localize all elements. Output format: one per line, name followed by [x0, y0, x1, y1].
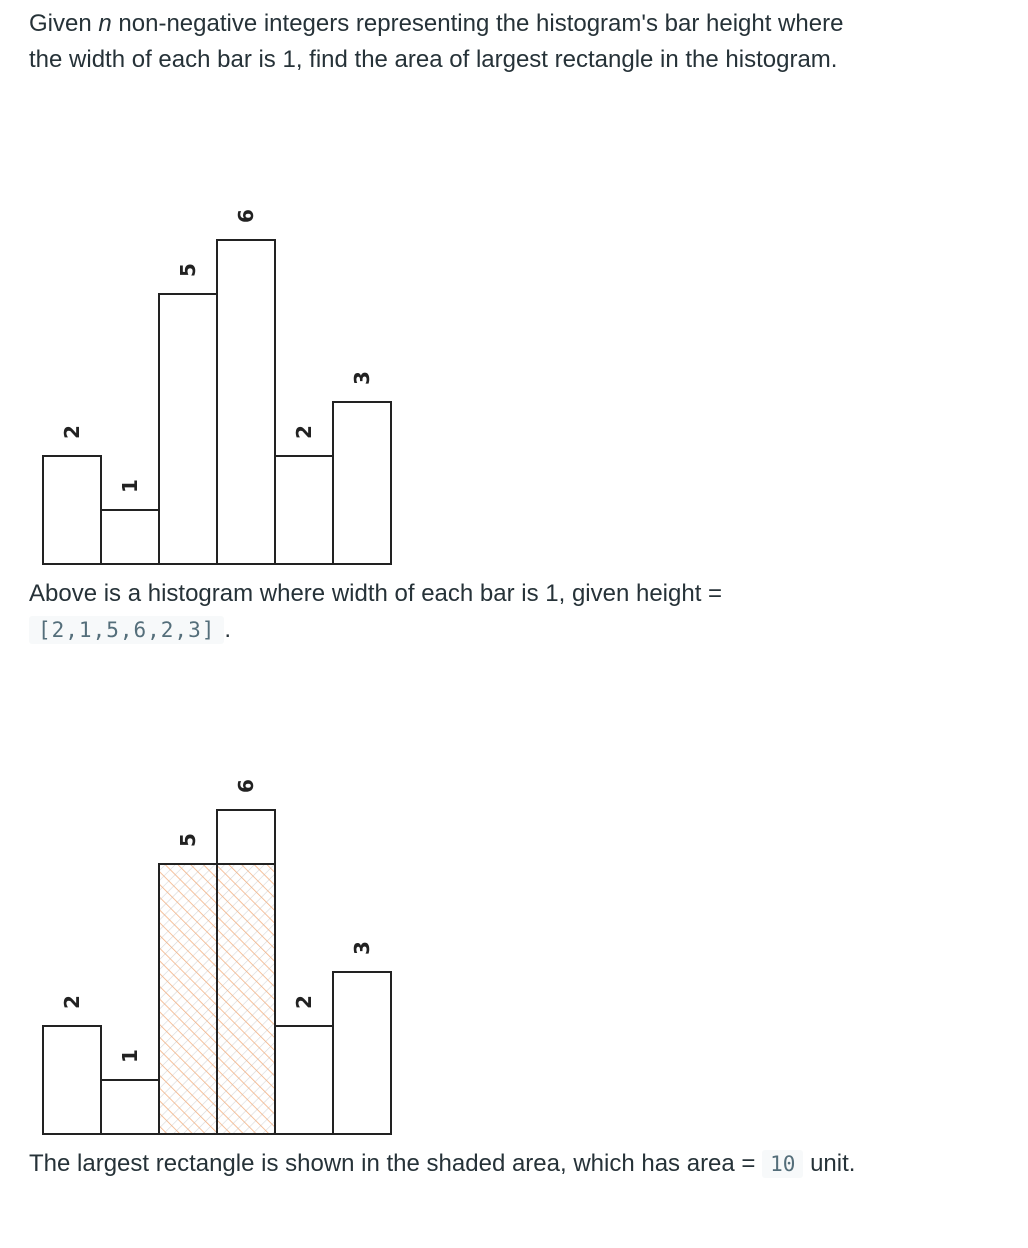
largest-rectangle-chart: 2 1 5 6 2 3: [42, 779, 392, 1135]
bar-label-1: 1: [118, 1049, 142, 1063]
bar-label-0: 2: [60, 425, 84, 439]
bar-label-5: 3: [350, 371, 374, 385]
intro-prefix: Given: [29, 10, 99, 37]
bar-5: [332, 971, 392, 1135]
histogram-chart: 2 1 5 6 2 3: [42, 209, 392, 565]
bar-label-5: 3: [350, 941, 374, 955]
bar-label-2: 5: [176, 263, 200, 277]
bar-2: [158, 293, 218, 565]
bar-label-3: 6: [234, 209, 258, 223]
shaded-crosshatch-2: [160, 865, 216, 1133]
shaded-crosshatch-3: [218, 865, 274, 1133]
bar-1: [100, 1079, 160, 1135]
problem-statement: Given n non-negative integers representi…: [29, 6, 843, 78]
result-caption: The largest rectangle is shown in the sh…: [29, 1146, 855, 1182]
bar-1: [100, 509, 160, 565]
bar-5: [332, 401, 392, 565]
bar-4: [274, 455, 334, 565]
bar-0: [42, 455, 102, 565]
bar-label-4: 2: [292, 425, 316, 439]
area-value-code: 10: [762, 1150, 804, 1178]
bar-0: [42, 1025, 102, 1135]
intro-line1-rest: non-negative integers representing the h…: [111, 10, 844, 37]
caption-text: Above is a histogram where width of each…: [29, 580, 723, 607]
bar-label-3: 6: [234, 779, 258, 793]
example-caption: Above is a histogram where width of each…: [29, 576, 722, 648]
result-suffix: unit.: [803, 1150, 856, 1177]
caption-suffix: .: [224, 616, 232, 643]
bar-3: [216, 239, 276, 565]
bar-label-0: 2: [60, 995, 84, 1009]
bar-label-1: 1: [118, 479, 142, 493]
variable-n: n: [98, 10, 112, 37]
height-array-code: [2,1,5,6,2,3]: [29, 616, 225, 644]
bar-label-4: 2: [292, 995, 316, 1009]
bar-4: [274, 1025, 334, 1135]
bar-label-2: 5: [176, 833, 200, 847]
intro-line2: the width of each bar is 1, find the are…: [29, 46, 838, 73]
result-prefix: The largest rectangle is shown in the sh…: [29, 1150, 756, 1177]
